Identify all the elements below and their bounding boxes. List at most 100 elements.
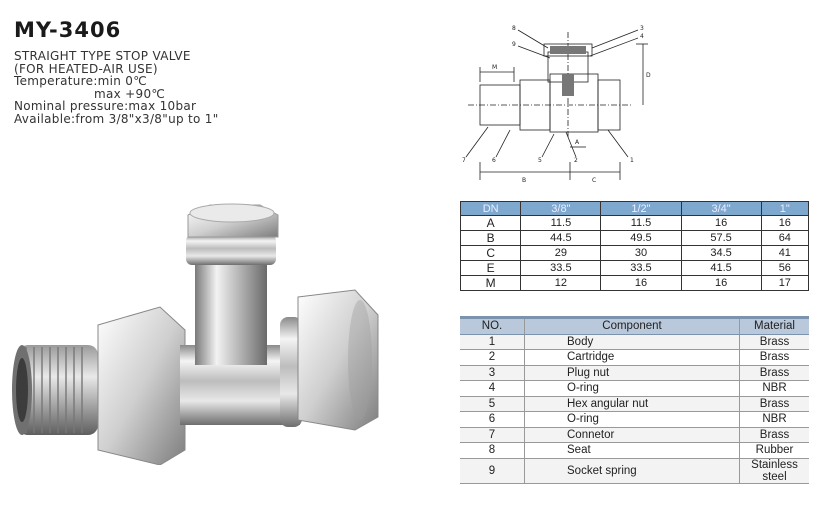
callout-3: 3 xyxy=(640,25,644,32)
parts-table: NO. Component Material 1 Body Brass 2 Ca… xyxy=(460,316,809,484)
table-row: 1 Body Brass xyxy=(460,334,809,350)
spec-block: STRAIGHT TYPE STOP VALVE (FOR HEATED-AIR… xyxy=(14,50,219,125)
dim-row-label: A xyxy=(459,215,522,231)
callout-1: 1 xyxy=(630,157,634,164)
part-material: Brass xyxy=(739,365,809,381)
dim-header-1-2: 1/2" xyxy=(600,201,682,216)
dim-cell: 16 xyxy=(680,275,762,291)
callout-2: 2 xyxy=(574,157,578,164)
parts-header-material: Material xyxy=(739,316,809,335)
part-material: Stainless steel xyxy=(739,458,809,484)
dim-row-label: M xyxy=(459,275,522,291)
dim-cell: 11.5 xyxy=(600,215,682,231)
callout-7: 7 xyxy=(462,157,466,164)
dim-header-dn: DN xyxy=(459,201,522,216)
dim-cell: 17 xyxy=(760,275,810,291)
dim-label-m: M xyxy=(492,64,497,71)
dim-cell: 57.5 xyxy=(680,230,762,246)
dim-cell: 16 xyxy=(680,215,762,231)
dim-cell: 41.5 xyxy=(680,260,762,276)
table-row: 9 Socket spring Stainless steel xyxy=(460,458,809,484)
part-material: Brass xyxy=(739,349,809,366)
spec-line-temp-min: Temperature:min 0℃ xyxy=(14,74,148,88)
part-component: Cartridge xyxy=(524,349,740,366)
callout-6: 6 xyxy=(492,157,496,164)
spec-line-pressure: Nominal pressure:max 10bar xyxy=(14,99,197,113)
parts-header-component: Component xyxy=(524,316,740,335)
part-no: 8 xyxy=(460,442,525,459)
dim-row-label: E xyxy=(459,260,522,276)
part-no: 4 xyxy=(460,380,525,397)
part-component: Socket spring xyxy=(524,458,740,484)
dimensions-header-row: DN 3/8" 1/2" 3/4" 1" xyxy=(459,201,810,216)
part-component: Seat xyxy=(524,442,740,459)
spec-line-available: Available:from 3/8"x3/8"up to 1" xyxy=(14,111,219,126)
dim-label-d: D xyxy=(646,72,651,79)
table-row: A 11.5 11.5 16 16 xyxy=(459,215,810,231)
dim-header-3-8: 3/8" xyxy=(520,201,602,216)
part-component: O-ring xyxy=(524,380,740,397)
table-row: 7 Connetor Brass xyxy=(460,427,809,443)
parts-header-row: NO. Component Material xyxy=(460,316,809,335)
dim-cell: 33.5 xyxy=(600,260,682,276)
product-model-title: MY-3406 xyxy=(14,18,122,42)
dim-cell: 12 xyxy=(520,275,602,291)
dim-cell: 41 xyxy=(760,245,810,261)
part-component: Hex angular nut xyxy=(524,396,740,412)
table-row: 6 O-ring NBR xyxy=(460,411,809,428)
dim-cell: 44.5 xyxy=(520,230,602,246)
dim-cell: 16 xyxy=(600,275,682,291)
callout-9: 9 xyxy=(512,41,516,48)
table-row: 4 O-ring NBR xyxy=(460,380,809,397)
valve-product-photo xyxy=(12,203,379,465)
part-component: Body xyxy=(524,334,740,350)
dim-row-label: C xyxy=(459,245,522,261)
part-material: NBR xyxy=(739,411,809,428)
dim-cell: 49.5 xyxy=(600,230,682,246)
spec-line-temp-max: max +90℃ xyxy=(94,86,166,101)
dim-cell: 34.5 xyxy=(680,245,762,261)
part-no: 5 xyxy=(460,396,525,412)
dim-header-3-4: 3/4" xyxy=(680,201,762,216)
dim-header-1: 1" xyxy=(760,201,810,216)
table-row: B 44.5 49.5 57.5 64 xyxy=(459,230,810,246)
dim-label-b: B xyxy=(522,177,526,184)
dimensions-table: DN 3/8" 1/2" 3/4" 1" A 11.5 11.5 16 16 B… xyxy=(459,201,810,291)
part-no: 3 xyxy=(460,365,525,381)
dim-label-c: C xyxy=(592,177,596,184)
dim-cell: 64 xyxy=(760,230,810,246)
part-material: Rubber xyxy=(739,442,809,459)
callout-8: 8 xyxy=(512,25,516,32)
part-no: 1 xyxy=(460,334,525,350)
part-component: Plug nut xyxy=(524,365,740,381)
parts-header-no: NO. xyxy=(460,316,525,335)
part-component: O-ring xyxy=(524,411,740,428)
table-row: C 29 30 34.5 41 xyxy=(459,245,810,261)
part-no: 7 xyxy=(460,427,525,443)
dim-label-a: A xyxy=(575,139,580,146)
dim-cell: 29 xyxy=(520,245,602,261)
part-component: Connetor xyxy=(524,427,740,443)
spec-line-use: (FOR HEATED-AIR USE) xyxy=(14,61,158,76)
dim-cell: 33.5 xyxy=(520,260,602,276)
part-no: 9 xyxy=(460,458,525,484)
part-material: Brass xyxy=(739,427,809,443)
dim-cell: 56 xyxy=(760,260,810,276)
table-row: 3 Plug nut Brass xyxy=(460,365,809,381)
table-row: 5 Hex angular nut Brass xyxy=(460,396,809,412)
part-no: 6 xyxy=(460,411,525,428)
table-row: 2 Cartridge Brass xyxy=(460,349,809,366)
table-row: M 12 16 16 17 xyxy=(459,275,810,291)
dim-cell: 11.5 xyxy=(520,215,602,231)
part-material: NBR xyxy=(739,380,809,397)
dim-cell: 30 xyxy=(600,245,682,261)
callout-5: 5 xyxy=(538,157,542,164)
valve-section-drawing: 7 6 5 2 1 8 9 3 4 M A B C D xyxy=(462,25,651,184)
spec-line-type: STRAIGHT TYPE STOP VALVE xyxy=(14,49,191,63)
callout-4: 4 xyxy=(640,33,644,40)
dim-row-label: B xyxy=(459,230,522,246)
table-row: E 33.5 33.5 41.5 56 xyxy=(459,260,810,276)
part-no: 2 xyxy=(460,349,525,366)
table-row: 8 Seat Rubber xyxy=(460,442,809,459)
part-material: Brass xyxy=(739,396,809,412)
